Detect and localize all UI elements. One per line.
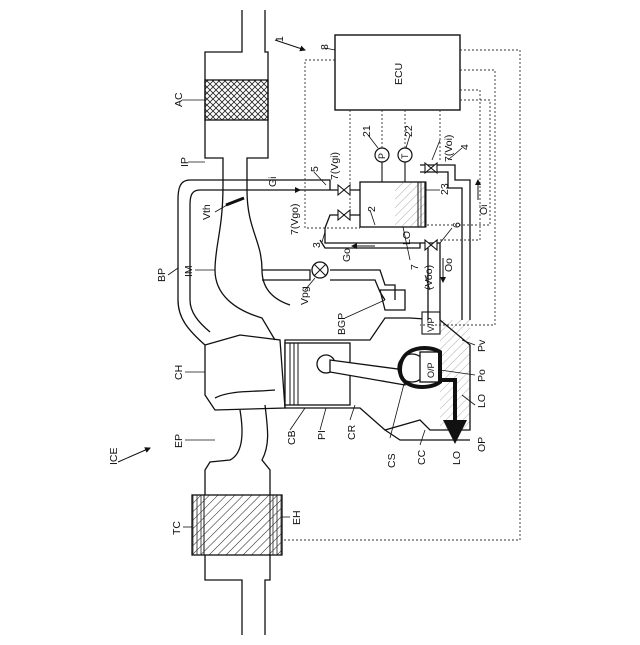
label-ecu: ECU [393, 63, 405, 85]
label-oo: Oo [443, 258, 455, 272]
valve-vgo [338, 210, 350, 220]
ecu-signal-lines [282, 50, 520, 540]
tank-heater [418, 182, 426, 227]
catalyst-converter [192, 495, 282, 555]
label-voi: 7(Voi) [443, 135, 455, 162]
label-t-sensor: T [400, 153, 410, 159]
label-go: Go [341, 248, 353, 262]
label-ref-4: 4 [459, 144, 471, 150]
valve-vgi [338, 185, 350, 195]
label-pv: Pv [476, 339, 488, 352]
throttle-valve [226, 198, 244, 205]
label-vp-valve: V/P [426, 317, 436, 332]
label-ref-1: 1 [274, 36, 286, 42]
label-voo: (Voo) [423, 265, 435, 290]
label-ref-5: 5 [309, 166, 321, 172]
label-eh: EH [291, 510, 303, 525]
label-ip: IP [179, 157, 191, 167]
label-im: IM [183, 265, 195, 277]
bgp-chamber [380, 290, 405, 310]
blowby-gas-passage [262, 270, 395, 300]
label-vgi: 7(Vgi) [329, 152, 341, 180]
label-ref-7: 7 [409, 264, 421, 270]
valve-voo [425, 240, 437, 250]
label-cr: CR [346, 424, 358, 440]
label-cc: CC [416, 449, 428, 465]
label-gi: Gi [267, 177, 279, 188]
label-ice: ICE [108, 447, 120, 465]
label-lo-sump: LO [451, 451, 463, 465]
label-p-sensor: P [377, 153, 387, 159]
label-lo-pan: LO [476, 394, 488, 408]
label-ch: CH [173, 365, 185, 380]
label-ref-6: 6 [451, 222, 463, 228]
cylinder-head [205, 335, 285, 410]
label-op: OP [476, 437, 488, 452]
label-ref-21: 21 [361, 125, 373, 137]
electric-heater-right [270, 495, 282, 555]
label-ac: AC [173, 92, 185, 107]
label-cs: CS [386, 453, 398, 468]
label-po: Po [476, 369, 488, 382]
intake-manifold [215, 185, 290, 340]
ice-arrow [118, 448, 150, 462]
label-pi: PI [316, 430, 328, 440]
label-op-pump: O/P [426, 362, 436, 378]
crank-case [385, 430, 470, 440]
pcv-valve [312, 262, 328, 278]
label-vth: Vth [201, 204, 213, 220]
label-ref-8: 8 [319, 44, 331, 50]
label-vgo: 7(Vgo) [289, 203, 301, 235]
label-oi: Oi [478, 205, 490, 216]
label-lo-tank: LO [401, 231, 413, 245]
labels: ICE AC IP Vth BP IM CH EP TC EH CB PI CR… [108, 36, 490, 535]
label-ep: EP [173, 434, 185, 448]
air-cleaner [205, 80, 268, 120]
label-ref-23: 23 [439, 183, 451, 195]
electric-heater [192, 495, 204, 555]
label-bgp: BGP [336, 313, 348, 335]
label-ref-3: 3 [311, 242, 323, 248]
label-cb: CB [286, 430, 298, 445]
label-tc: TC [171, 521, 183, 535]
label-bp: BP [156, 268, 168, 282]
label-vpg: Vpg [299, 286, 311, 305]
label-ref-22: 22 [403, 125, 415, 137]
label-ref-2: 2 [366, 206, 378, 212]
